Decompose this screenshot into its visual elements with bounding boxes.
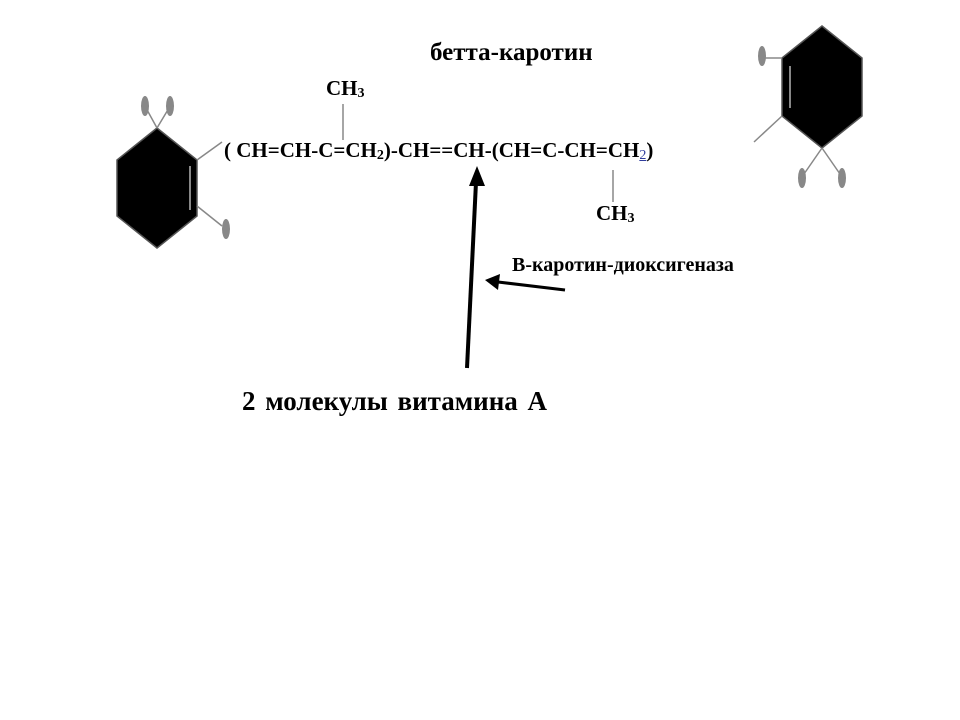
chain-part-1: ( CH=CH-C=CH bbox=[224, 138, 377, 162]
right-methyl-1 bbox=[758, 46, 766, 66]
polyene-chain-formula: ( CH=CH-C=CH2)-CH==CH-(CH=C-CH=CH2) bbox=[224, 140, 653, 163]
chain-part-2: )-CH==CH-(CH=C-CH=CH bbox=[383, 138, 640, 162]
chain-part-3: ) bbox=[646, 138, 654, 162]
left-ring bbox=[116, 96, 230, 249]
enzyme-label: В-каротин-диоксигеназа bbox=[512, 254, 734, 276]
right-ring-chain-bond bbox=[753, 115, 783, 143]
product-label: 2 молекулы витамина А bbox=[242, 386, 548, 416]
left-methyl-1 bbox=[141, 96, 149, 116]
methyl-bottom-label: CH3 bbox=[596, 203, 635, 226]
enzyme-arrow bbox=[485, 274, 566, 292]
methyl-bottom-text: CH bbox=[596, 201, 628, 225]
diagram-title: бетта-каротин bbox=[430, 39, 593, 66]
right-methyl-3 bbox=[838, 168, 846, 188]
cleavage-arrow bbox=[465, 166, 485, 369]
left-methyl-3 bbox=[222, 219, 230, 239]
left-methyl-2 bbox=[166, 96, 174, 116]
chain-sub-2: 2 bbox=[639, 148, 647, 163]
methyl-bottom-sub: 3 bbox=[627, 211, 635, 226]
right-methyl-2 bbox=[798, 168, 806, 188]
chain-sub-1: 2 bbox=[376, 148, 384, 163]
methyl-top-text: CH bbox=[326, 76, 358, 100]
left-ring-chain-bond bbox=[196, 141, 223, 161]
methyl-top-label: CH3 bbox=[326, 78, 365, 101]
right-ring bbox=[753, 25, 863, 188]
methyl-top-sub: 3 bbox=[357, 86, 365, 101]
